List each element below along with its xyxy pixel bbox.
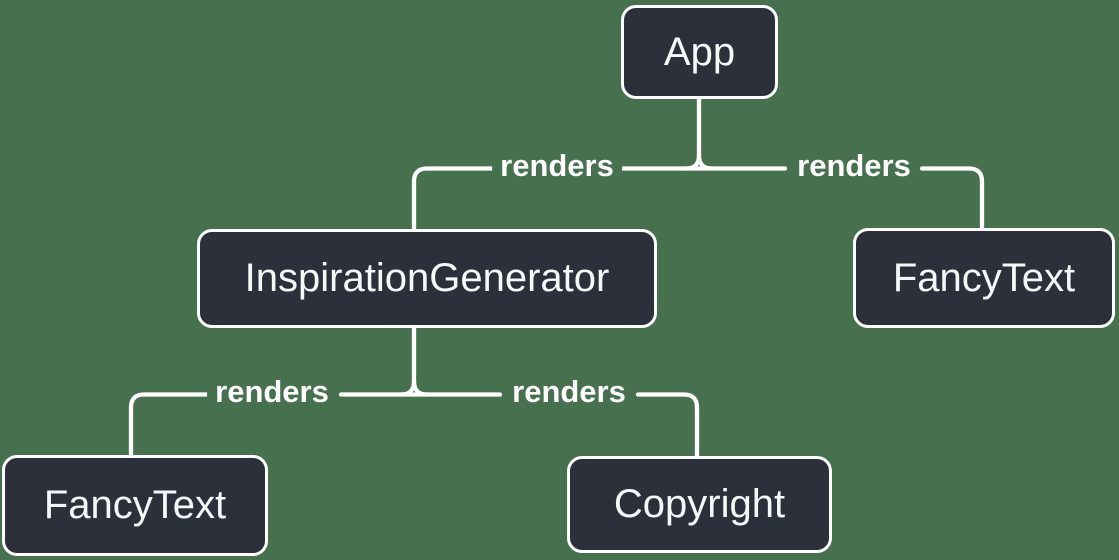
node-inspiration-generator: InspirationGenerator — [197, 229, 657, 328]
edge-label-renders: renders — [504, 374, 634, 410]
edge-app-fancytext-line — [919, 166, 985, 231]
edge-label-renders: renders — [492, 148, 622, 184]
node-app: App — [621, 5, 778, 99]
edge-inspiration-copyright-line — [635, 392, 700, 458]
edge-inspiration-fancytext-line — [128, 392, 210, 458]
edge-label-renders: renders — [207, 374, 337, 410]
node-fancy-text-top: FancyText — [853, 228, 1115, 328]
edge-app-inspirationgenerator-line — [411, 166, 496, 232]
node-fancy-text-bottom: FancyText — [2, 455, 268, 556]
node-copyright: Copyright — [567, 456, 832, 553]
edge-label-renders: renders — [789, 148, 919, 184]
